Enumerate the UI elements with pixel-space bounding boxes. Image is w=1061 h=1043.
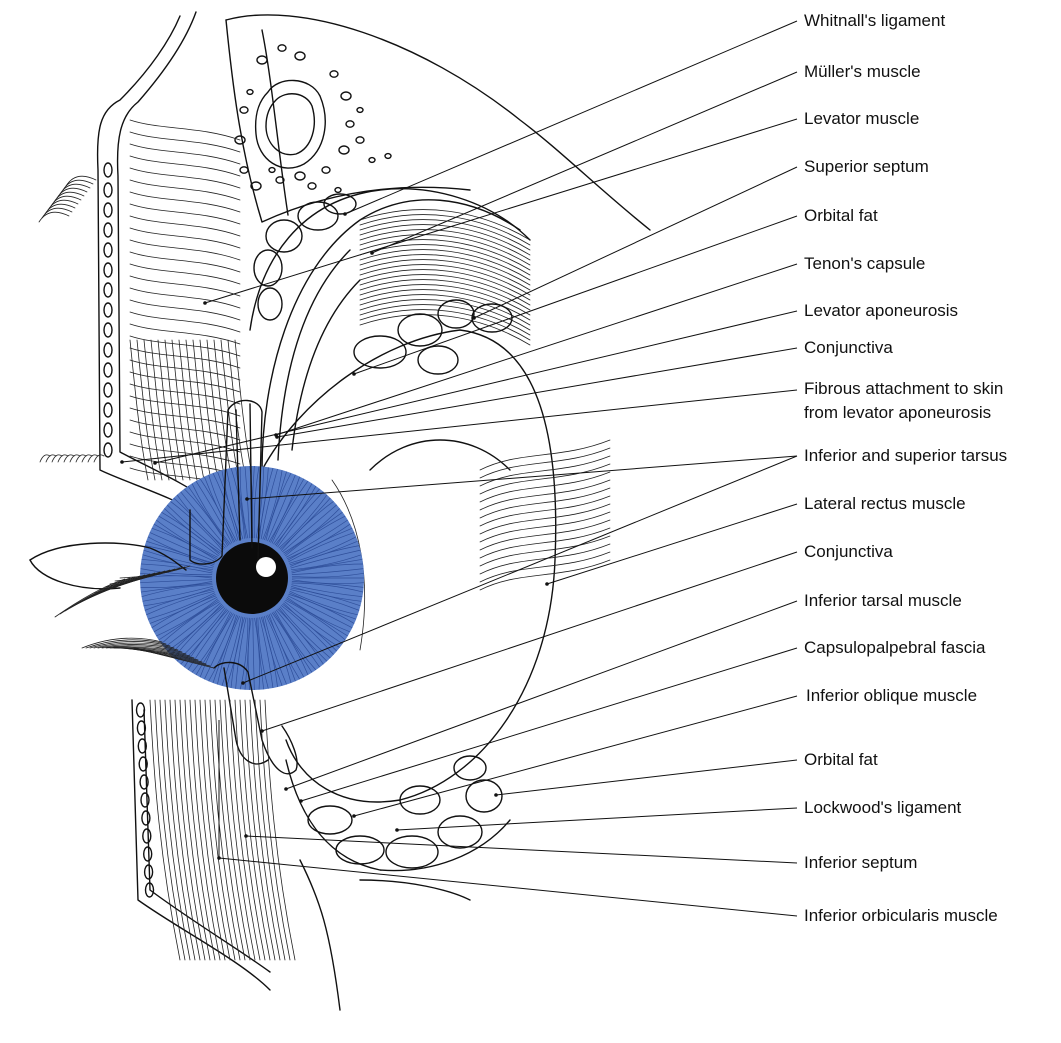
leader-dot — [545, 582, 549, 586]
levator-fiber — [360, 315, 530, 345]
brow-cell — [104, 383, 112, 397]
lateral-rectus-fiber — [480, 512, 610, 542]
lateral-rectus-fiber — [480, 480, 610, 510]
brow-cell — [104, 283, 112, 297]
brow-cell — [104, 363, 112, 377]
brow-cell — [104, 443, 112, 457]
orbital-rim-cell — [141, 793, 149, 807]
bone-cell — [330, 71, 338, 77]
bone-cell — [295, 52, 305, 60]
leader-dot — [245, 497, 249, 501]
bone-cell — [278, 45, 286, 51]
bone-cell — [247, 90, 253, 95]
brow-hair — [76, 455, 86, 462]
bone-cell — [322, 167, 330, 173]
bone-cell — [341, 92, 351, 100]
brow-hair — [82, 455, 92, 462]
leader-line — [246, 836, 797, 863]
leader-dot — [472, 316, 476, 320]
brow-hair — [64, 455, 74, 462]
brow-cell — [104, 183, 112, 197]
bone-cell — [335, 188, 341, 193]
bone-cell — [357, 108, 363, 113]
bone-cell — [295, 172, 305, 180]
leader-line — [354, 696, 797, 816]
lateral-rectus-fiber — [480, 504, 610, 534]
leader-dot — [275, 435, 279, 439]
orbital-rim-cell — [142, 811, 150, 825]
bone-cell — [257, 56, 267, 64]
brow-cell — [104, 423, 112, 437]
leader-line — [277, 348, 797, 437]
bone-cell — [369, 158, 375, 163]
muscle-fiber — [130, 120, 240, 140]
brow-cell — [104, 243, 112, 257]
brow-cell — [104, 263, 112, 277]
lateral-rectus-fiber — [480, 440, 610, 470]
leader-dot — [299, 799, 303, 803]
leader-dot — [352, 372, 356, 376]
brow-hair — [40, 455, 50, 462]
brow-hair — [58, 455, 68, 462]
brow-cell — [104, 403, 112, 417]
leader-line — [397, 808, 797, 830]
brow-hair — [52, 455, 62, 462]
brow-cell — [104, 163, 112, 177]
leader-line — [247, 456, 797, 499]
brow-cell — [104, 323, 112, 337]
leader-dot — [153, 461, 157, 465]
lateral-rectus-fiber — [480, 488, 610, 518]
leader-dot — [120, 460, 124, 464]
brow-hair — [94, 455, 104, 462]
leader-line — [301, 648, 797, 801]
lateral-rectus-fiber — [480, 472, 610, 502]
leader-dot — [284, 787, 288, 791]
brow-hair — [70, 455, 80, 462]
lateral-rectus-fiber — [480, 496, 610, 526]
leader-lines — [120, 21, 797, 916]
leader-line — [372, 72, 797, 253]
bone-cell — [346, 121, 354, 127]
leader-dot — [244, 834, 248, 838]
brow-hair — [42, 208, 72, 218]
bone-cell — [308, 183, 316, 189]
pupil-highlight — [256, 557, 276, 577]
leader-dot — [241, 681, 245, 685]
leader-dot — [352, 814, 356, 818]
lateral-rectus-fiber — [480, 448, 610, 478]
pupil — [216, 542, 288, 614]
bone-cell — [269, 168, 275, 173]
lateral-rectus-fiber — [480, 560, 610, 590]
leader-dot — [203, 301, 207, 305]
leader-dot — [395, 828, 399, 832]
leader-line — [474, 167, 797, 318]
orbital-rim-cell — [144, 847, 152, 861]
leader-line — [219, 858, 797, 916]
levator-complex — [250, 189, 530, 470]
bone-cell — [339, 146, 349, 154]
frontal-bone — [226, 15, 650, 230]
leader-line — [345, 21, 797, 214]
bone-cell — [240, 107, 248, 113]
bone-cell — [240, 167, 248, 173]
lateral-rectus-fiber — [480, 528, 610, 558]
leader-dot — [494, 793, 498, 797]
brow-hair — [88, 455, 98, 462]
lateral-rectus-fiber — [480, 520, 610, 550]
brow-cell — [104, 203, 112, 217]
brow-hair — [39, 212, 69, 222]
brow-hair — [46, 455, 56, 462]
bone-cell — [385, 154, 391, 159]
leader-dot — [343, 212, 347, 216]
brow-cell — [104, 343, 112, 357]
brow-cell — [104, 303, 112, 317]
orbital-rim-cell — [143, 829, 151, 843]
leader-dot — [260, 729, 264, 733]
brow-cell — [104, 223, 112, 237]
bone-cell — [356, 137, 364, 143]
